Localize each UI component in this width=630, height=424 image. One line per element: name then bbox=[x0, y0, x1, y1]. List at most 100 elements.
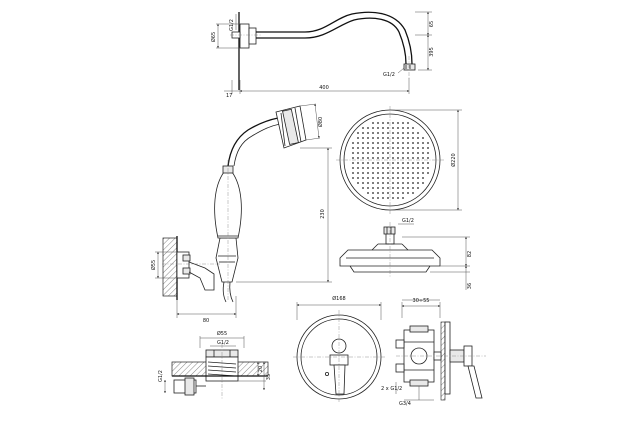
nozzle-dot bbox=[382, 147, 384, 149]
nozzle-dot bbox=[407, 147, 409, 149]
nozzle-dot bbox=[357, 182, 359, 184]
nozzle-dot bbox=[402, 157, 404, 159]
nozzle-dot bbox=[417, 137, 419, 139]
nozzle-dot bbox=[387, 147, 389, 149]
nozzle-dot bbox=[352, 162, 354, 164]
nozzle-dot bbox=[397, 172, 399, 174]
nozzle-dot bbox=[362, 167, 364, 169]
nozzle-dot bbox=[372, 162, 374, 164]
nozzle-dot bbox=[397, 187, 399, 189]
rain-thread-label: G1/2 bbox=[402, 218, 414, 224]
nozzle-dot bbox=[427, 167, 429, 169]
nozzle-dot bbox=[417, 132, 419, 134]
nozzle-dot bbox=[377, 187, 379, 189]
nozzle-dot bbox=[407, 122, 409, 124]
nozzle-dot bbox=[402, 172, 404, 174]
nozzle-dot bbox=[397, 142, 399, 144]
nozzle-dot bbox=[382, 182, 384, 184]
nozzle-dot bbox=[402, 162, 404, 164]
conn-depth-a-label: 20 bbox=[258, 366, 264, 372]
nozzle-dot bbox=[392, 197, 394, 199]
nozzle-dot bbox=[412, 177, 414, 179]
nozzle-dot bbox=[357, 152, 359, 154]
nozzle-dot bbox=[392, 182, 394, 184]
nozzle-dot bbox=[407, 192, 409, 194]
section-outlets-label: 2 x G1/2 bbox=[381, 386, 402, 392]
nozzle-dot bbox=[402, 182, 404, 184]
nozzle-dot bbox=[367, 187, 369, 189]
rain-head-nozzles bbox=[352, 122, 429, 199]
nozzle-dot bbox=[422, 157, 424, 159]
nozzle-dot bbox=[402, 192, 404, 194]
nozzle-dot bbox=[392, 167, 394, 169]
nozzle-dot bbox=[387, 152, 389, 154]
nozzle-dot bbox=[357, 147, 359, 149]
arm-wall-dia-label: Ø65 bbox=[210, 32, 217, 42]
nozzle-dot bbox=[402, 142, 404, 144]
nozzle-dot bbox=[412, 192, 414, 194]
nozzle-dot bbox=[352, 172, 354, 174]
nozzle-dot bbox=[357, 132, 359, 134]
nozzle-dot bbox=[352, 142, 354, 144]
nozzle-dot bbox=[412, 127, 414, 129]
nozzle-dot bbox=[372, 142, 374, 144]
rain-dia-label: Ø220 bbox=[450, 153, 457, 166]
nozzle-dot bbox=[417, 182, 419, 184]
nozzle-dot bbox=[407, 142, 409, 144]
nozzle-dot bbox=[412, 147, 414, 149]
nozzle-dot bbox=[392, 137, 394, 139]
nozzle-dot bbox=[402, 167, 404, 169]
nozzle-dot bbox=[382, 137, 384, 139]
nozzle-dot bbox=[377, 157, 379, 159]
nozzle-dot bbox=[352, 167, 354, 169]
nozzle-dot bbox=[387, 182, 389, 184]
nozzle-dot bbox=[427, 147, 429, 149]
nozzle-dot bbox=[367, 172, 369, 174]
nozzle-dot bbox=[407, 157, 409, 159]
nozzle-dot bbox=[402, 177, 404, 179]
nozzle-dot bbox=[372, 167, 374, 169]
nozzle-dot bbox=[397, 127, 399, 129]
rain-head-view: Ø220 G1/2 82 36 bbox=[336, 106, 473, 290]
nozzle-dot bbox=[397, 177, 399, 179]
nozzle-dot bbox=[362, 187, 364, 189]
nozzle-dot bbox=[382, 197, 384, 199]
nozzle-dot bbox=[387, 192, 389, 194]
nozzle-dot bbox=[417, 167, 419, 169]
nozzle-dot bbox=[392, 147, 394, 149]
nozzle-dot bbox=[382, 132, 384, 134]
nozzle-dot bbox=[407, 167, 409, 169]
nozzle-dot bbox=[397, 182, 399, 184]
hand-shower-view: Ø80 230 Ø55 80 bbox=[150, 103, 332, 324]
nozzle-dot bbox=[417, 187, 419, 189]
nozzle-dot bbox=[367, 157, 369, 159]
section-inlet-label: G3/4 bbox=[399, 401, 411, 407]
nozzle-dot bbox=[387, 187, 389, 189]
hand-projection-label: 80 bbox=[203, 318, 209, 324]
nozzle-dot bbox=[357, 137, 359, 139]
nozzle-dot bbox=[382, 187, 384, 189]
arm-drop-label: 395 bbox=[429, 47, 435, 57]
nozzle-dot bbox=[397, 162, 399, 164]
nozzle-dot bbox=[402, 187, 404, 189]
nozzle-dot bbox=[357, 172, 359, 174]
nozzle-dot bbox=[427, 152, 429, 154]
nozzle-dot bbox=[387, 157, 389, 159]
nozzle-dot bbox=[377, 132, 379, 134]
nozzle-dot bbox=[397, 192, 399, 194]
nozzle-dot bbox=[402, 127, 404, 129]
nozzle-dot bbox=[397, 147, 399, 149]
nozzle-dot bbox=[382, 127, 384, 129]
nozzle-dot bbox=[412, 157, 414, 159]
nozzle-dot bbox=[417, 177, 419, 179]
nozzle-dot bbox=[352, 177, 354, 179]
nozzle-dot bbox=[427, 162, 429, 164]
nozzle-dot bbox=[377, 182, 379, 184]
nozzle-dot bbox=[372, 177, 374, 179]
nozzle-dot bbox=[412, 167, 414, 169]
nozzle-dot bbox=[362, 172, 364, 174]
nozzle-dot bbox=[367, 167, 369, 169]
nozzle-dot bbox=[377, 127, 379, 129]
nozzle-dot bbox=[407, 182, 409, 184]
nozzle-dot bbox=[387, 137, 389, 139]
